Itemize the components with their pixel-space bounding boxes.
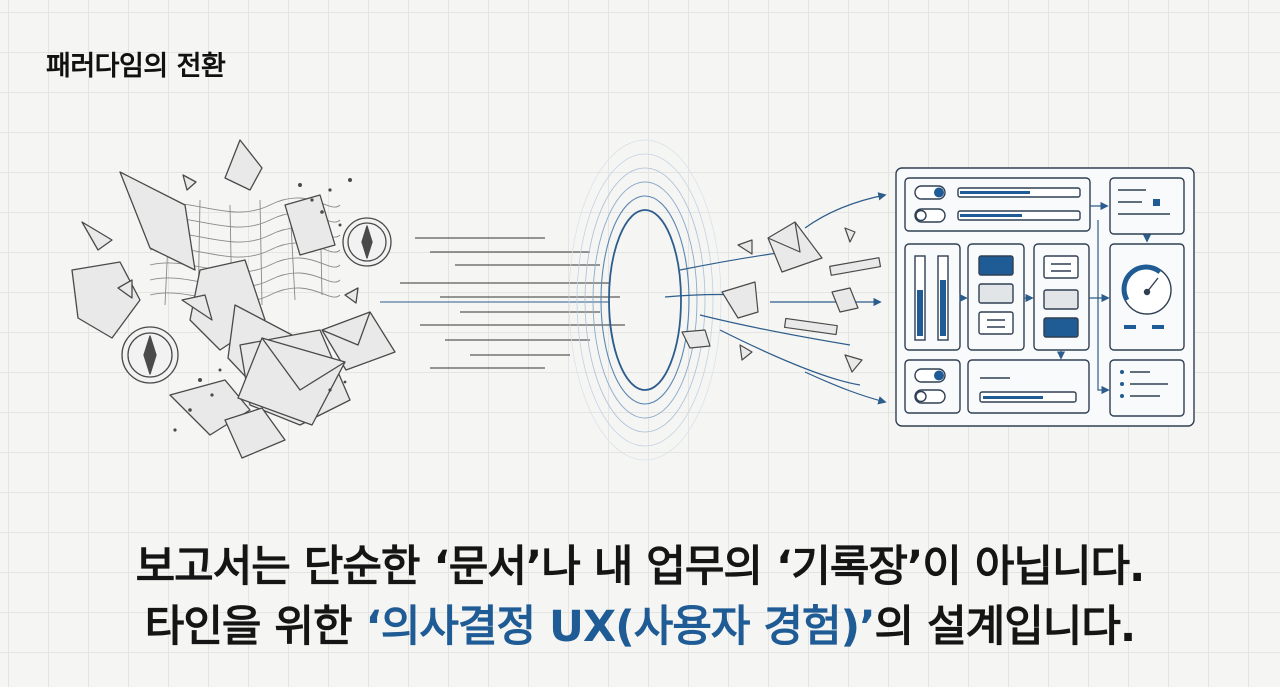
toggle-icon	[914, 208, 946, 223]
headline-accent: ‘의사결정 UX(사용자 경험)’	[365, 602, 876, 652]
paper-shard	[181, 294, 213, 321]
paradigm-shift-illustration	[71, 139, 1195, 461]
chaos-cluster	[71, 139, 396, 459]
structured-dashboard	[895, 167, 1195, 427]
flying-shards	[681, 221, 882, 373]
paper-shard	[71, 261, 141, 339]
envelope-icon	[321, 311, 396, 371]
compass-icon	[121, 326, 179, 384]
headline-text-1: 보고서는 단순한 ‘문서’나 내 업무의 ‘기록장’이 아닙니다.	[135, 542, 1146, 592]
slide-title: 패러다임의 전환	[46, 51, 226, 82]
headline-line-1: 보고서는 단순한 ‘문서’나 내 업무의 ‘기록장’이 아닙니다.	[0, 532, 1280, 594]
paper-shard	[284, 194, 336, 256]
converging-lines	[380, 237, 625, 369]
paper-shard	[224, 139, 263, 191]
toggle-icon	[914, 389, 946, 404]
paper-shard	[81, 221, 113, 251]
envelope-icon	[237, 337, 346, 426]
compass-icon	[342, 217, 392, 267]
paper-shard	[119, 171, 196, 271]
dashboard-flow-arrows	[959, 201, 1152, 395]
gauge-icon	[1121, 264, 1172, 315]
portal-rings	[568, 139, 722, 461]
toggle-icon	[914, 368, 946, 383]
headline-prefix: 타인을 위한	[144, 602, 366, 652]
toggle-icon	[914, 185, 946, 200]
paper-shard	[224, 407, 286, 459]
headline-suffix: 의 설계입니다.	[874, 602, 1137, 652]
headline-line-2: 타인을 위한 ‘의사결정 UX(사용자 경험)’의 설계입니다.	[0, 592, 1280, 654]
scatter-dots	[173, 178, 352, 432]
